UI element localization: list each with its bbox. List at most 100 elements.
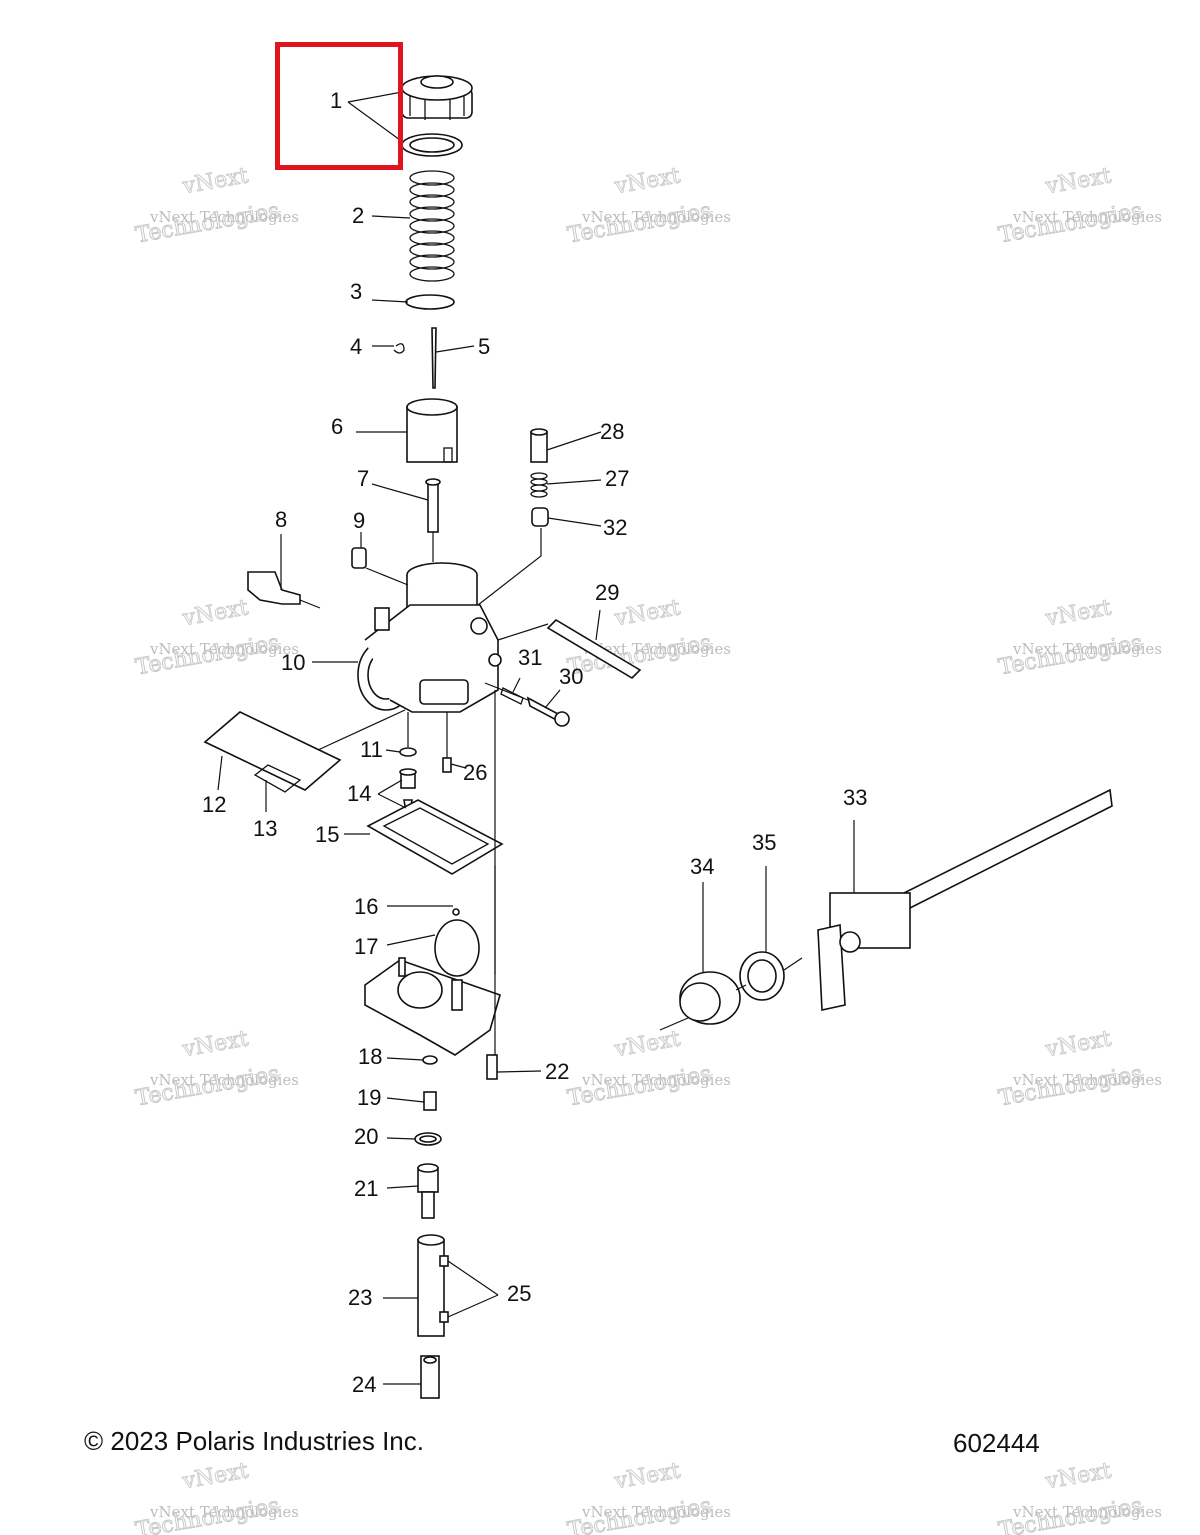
watermark: vNext vNext Technologies Technologies <box>565 1026 731 1112</box>
part-instruction-tag <box>203 709 406 793</box>
callout-10: 10 <box>281 650 305 675</box>
diagram-number: 602444 <box>953 1428 1040 1458</box>
svg-text:vNext: vNext <box>612 1026 682 1062</box>
callout-4: 4 <box>350 334 362 359</box>
part-drain-washer <box>422 1055 438 1065</box>
callout-13: 13 <box>253 816 277 841</box>
svg-text:vNext Technologies: vNext Technologies <box>1012 208 1162 226</box>
watermark: vNext vNext Technologies Technologies <box>996 1026 1162 1112</box>
callout-12: 12 <box>202 792 226 817</box>
watermark: vNext vNext Technologies Technologies <box>996 163 1162 249</box>
svg-text:vNext Technologies: vNext Technologies <box>581 640 731 658</box>
svg-text:Technologies: Technologies <box>566 630 714 680</box>
svg-text:vNext Technologies: vNext Technologies <box>581 1503 731 1521</box>
svg-text:Technologies: Technologies <box>566 1061 714 1111</box>
watermark: vNext vNext Technologies Technologies <box>565 163 731 249</box>
svg-text:vNext Technologies: vNext Technologies <box>581 208 731 226</box>
callout-33: 33 <box>843 785 867 810</box>
callout-7: 7 <box>357 466 369 491</box>
callout-14: 14 <box>347 781 371 806</box>
svg-text:vNext Technologies: vNext Technologies <box>149 208 299 226</box>
part-drain-fitting <box>417 1163 439 1219</box>
svg-text:Technologies: Technologies <box>566 1493 714 1535</box>
svg-text:vNext Technologies: vNext Technologies <box>149 640 299 658</box>
part-tube-29 <box>497 618 642 680</box>
part-main-jet <box>423 1091 437 1111</box>
leader-lines <box>217 91 855 1385</box>
svg-text:vNext: vNext <box>1043 163 1113 199</box>
svg-text:vNext: vNext <box>1043 1458 1113 1494</box>
watermark: vNext vNext Technologies Technologies <box>133 1026 299 1112</box>
callout-28: 28 <box>600 419 624 444</box>
svg-text:vNext: vNext <box>612 595 682 631</box>
callout-3: 3 <box>350 279 362 304</box>
part-gasket-ring <box>401 133 463 157</box>
svg-text:Technologies: Technologies <box>134 198 282 248</box>
part-retainer-plate <box>405 294 455 310</box>
callout-2: 2 <box>352 203 364 228</box>
callout-6: 6 <box>331 414 343 439</box>
part-tube-fitting <box>420 1355 440 1399</box>
callout-18: 18 <box>358 1044 382 1069</box>
copyright-notice: © 2023 Polaris Industries Inc. <box>84 1426 424 1456</box>
part-carburetor-body <box>357 562 502 713</box>
callout-29: 29 <box>595 580 619 605</box>
svg-text:vNext: vNext <box>180 595 250 631</box>
part-lock-washer-35 <box>739 951 785 1001</box>
part-spring <box>409 170 455 282</box>
svg-text:Technologies: Technologies <box>997 1493 1145 1535</box>
svg-text:Technologies: Technologies <box>997 198 1145 248</box>
svg-text:vNext: vNext <box>612 1458 682 1494</box>
svg-text:Technologies: Technologies <box>134 1493 282 1535</box>
watermark: vNext vNext Technologies Technologies <box>133 163 299 249</box>
callout-24: 24 <box>352 1372 376 1397</box>
part-cap-32 <box>477 507 549 606</box>
watermark: vNext vNext Technologies Technologies <box>996 1458 1162 1535</box>
callout-31: 31 <box>518 645 542 670</box>
callout-22: 22 <box>545 1059 569 1084</box>
callout-17: 17 <box>354 934 378 959</box>
callout-8: 8 <box>275 507 287 532</box>
callout-26: 26 <box>463 760 487 785</box>
svg-text:vNext: vNext <box>180 163 250 199</box>
watermark: vNext vNext Technologies Technologies <box>133 1458 299 1535</box>
svg-text:vNext: vNext <box>1043 595 1113 631</box>
callout-16: 16 <box>354 894 378 919</box>
part-choke-plunger <box>247 571 321 609</box>
callout-32: 32 <box>603 515 627 540</box>
svg-text:vNext Technologies: vNext Technologies <box>1012 1503 1162 1521</box>
callout-35: 35 <box>752 830 776 855</box>
part-jet-needle <box>431 327 437 389</box>
part-float-bowl <box>364 957 501 1056</box>
callout-23: 23 <box>348 1285 372 1310</box>
callout-labels: 1 2 3 4 5 6 7 8 9 10 11 12 13 14 15 16 1… <box>202 88 867 1397</box>
callout-19: 19 <box>357 1085 381 1110</box>
part-drain-tube <box>417 1234 449 1337</box>
callout-15: 15 <box>315 822 339 847</box>
svg-text:vNext Technologies: vNext Technologies <box>1012 1071 1162 1089</box>
callout-30: 30 <box>559 664 583 689</box>
part-float <box>434 908 480 977</box>
part-washer <box>399 712 417 757</box>
svg-text:Technologies: Technologies <box>566 198 714 248</box>
part-bowl-screw <box>486 690 498 1080</box>
callout-9: 9 <box>353 508 365 533</box>
part-fitting-28 <box>530 428 548 463</box>
part-main-jet-small <box>442 712 452 773</box>
watermark: vNext vNext Technologies Technologies <box>565 1458 731 1535</box>
svg-text:vNext Technologies: vNext Technologies <box>149 1503 299 1521</box>
part-spring-27 <box>530 472 548 498</box>
svg-text:vNext: vNext <box>612 163 682 199</box>
svg-text:vNext Technologies: vNext Technologies <box>149 1071 299 1089</box>
part-choke-cable <box>817 788 1113 1011</box>
callout-25: 25 <box>507 1281 531 1306</box>
part-float-bowl-gasket <box>366 799 504 875</box>
callout-11: 11 <box>360 737 383 762</box>
svg-text:vNext: vNext <box>1043 1026 1113 1062</box>
callout-27: 27 <box>605 466 629 491</box>
callout-21: 21 <box>354 1176 378 1201</box>
part-nut-34 <box>679 971 741 1025</box>
highlight-box <box>275 42 403 170</box>
svg-text:Technologies: Technologies <box>134 1061 282 1111</box>
